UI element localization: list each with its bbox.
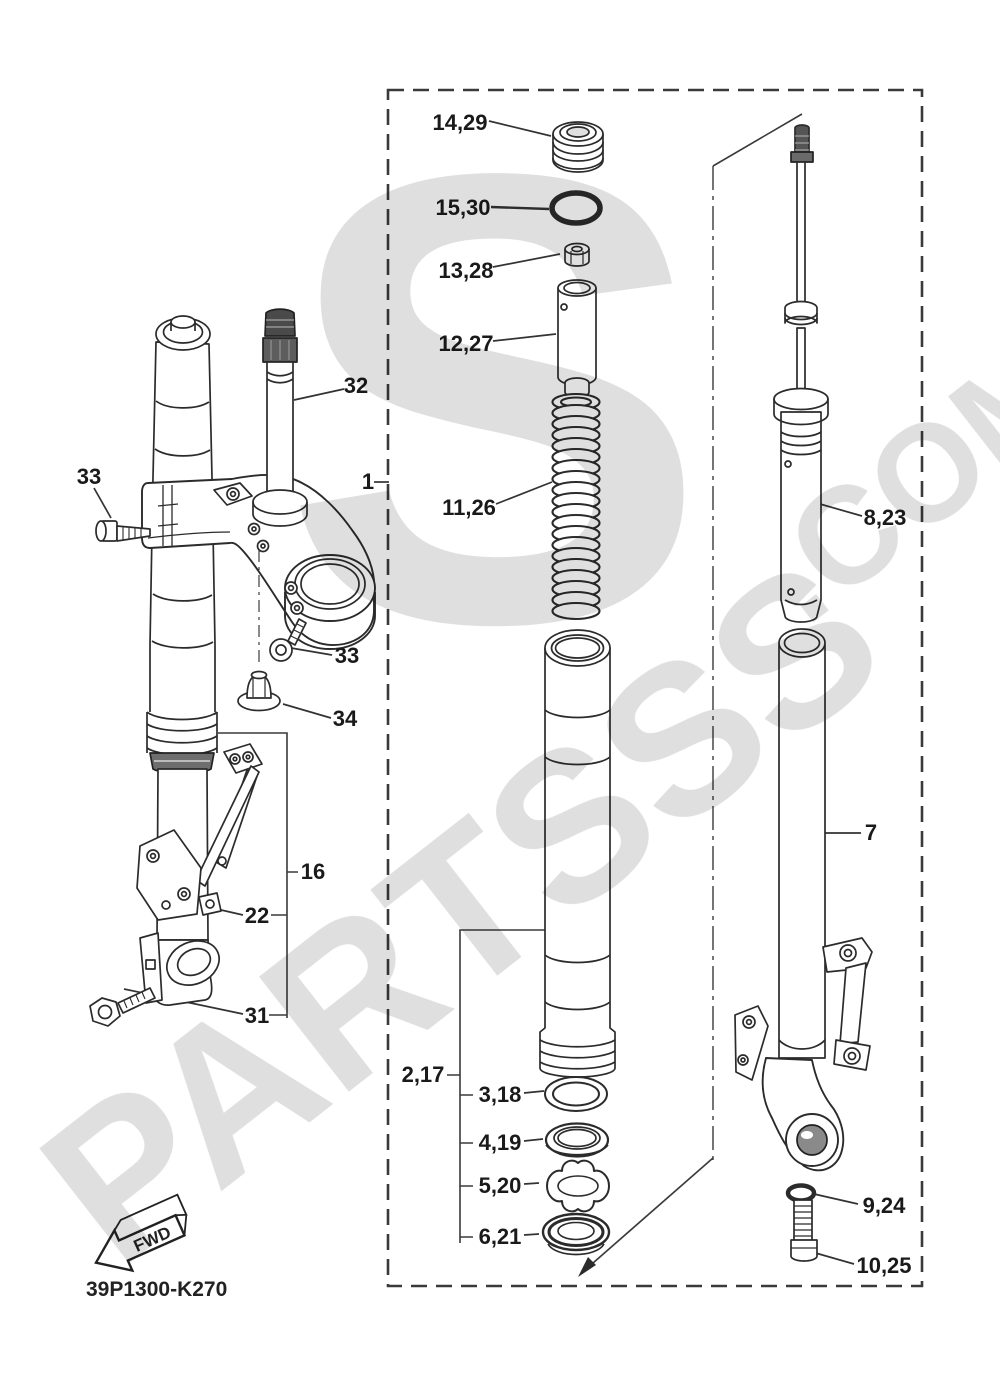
seal-group-ticks — [447, 1074, 473, 1238]
center-column — [539, 121, 616, 1256]
damper-rod — [796, 161, 806, 305]
callout-labels: 14,29 15,30 13,28 12,27 11,26 32 33 1 33… — [77, 110, 912, 1278]
stay-bracket — [218, 732, 288, 1018]
label-cap-bolt: 14,29 — [432, 110, 487, 135]
fold-line-top — [712, 113, 803, 167]
stay-strap-b — [195, 765, 260, 887]
steering-stem-thread — [264, 308, 296, 337]
watermark-monogram: S — [282, 41, 709, 756]
label-outer-tube: 7 — [865, 820, 877, 845]
label-inner-tube-set: 2,17 — [402, 1062, 445, 1087]
label-spring: 11,26 — [442, 495, 496, 520]
label-oil-seal: 6,21 — [479, 1224, 522, 1249]
label-pinch-bolt-upper: 33 — [77, 464, 101, 489]
label-flange-bolt: 31 — [245, 1003, 269, 1028]
label-stay-link: 22 — [245, 903, 269, 928]
label-clip: 5,20 — [479, 1173, 522, 1198]
drawing-code: 39P1300-K270 — [86, 1278, 227, 1301]
stay-bracket-ticks — [269, 871, 298, 1016]
label-o-ring-small: 9,24 — [863, 1193, 907, 1218]
label-stem-nut: 34 — [333, 706, 358, 731]
label-slide-metal: 3,18 — [479, 1082, 522, 1107]
dust-seal-rings — [146, 711, 218, 753]
label-pinch-bolt-lower: 33 — [335, 643, 359, 668]
exploded-view-dashed-box — [386, 88, 924, 1288]
cap-o-ring — [549, 190, 603, 226]
right-column — [734, 124, 873, 1262]
arrowhead — [578, 1257, 596, 1277]
label-fender-stay: 16 — [301, 859, 325, 884]
label-adjuster: 12,27 — [438, 331, 493, 356]
fork-spring — [551, 392, 601, 621]
label-damper-assembly: 8,23 — [864, 505, 907, 530]
label-cap-o-ring: 15,30 — [435, 195, 490, 220]
assembled-fork — [89, 308, 376, 1027]
drain-o-ring — [785, 1183, 817, 1203]
label-steering-stem: 32 — [344, 373, 368, 398]
label-assembly: 1 — [362, 469, 374, 494]
label-lock-nut: 13,28 — [438, 258, 493, 283]
fold-line-bottom — [584, 1157, 714, 1271]
label-cap-bolt-lower: 10,25 — [856, 1253, 911, 1278]
label-washer: 4,19 — [479, 1130, 522, 1155]
flange-bolt — [117, 987, 156, 1014]
